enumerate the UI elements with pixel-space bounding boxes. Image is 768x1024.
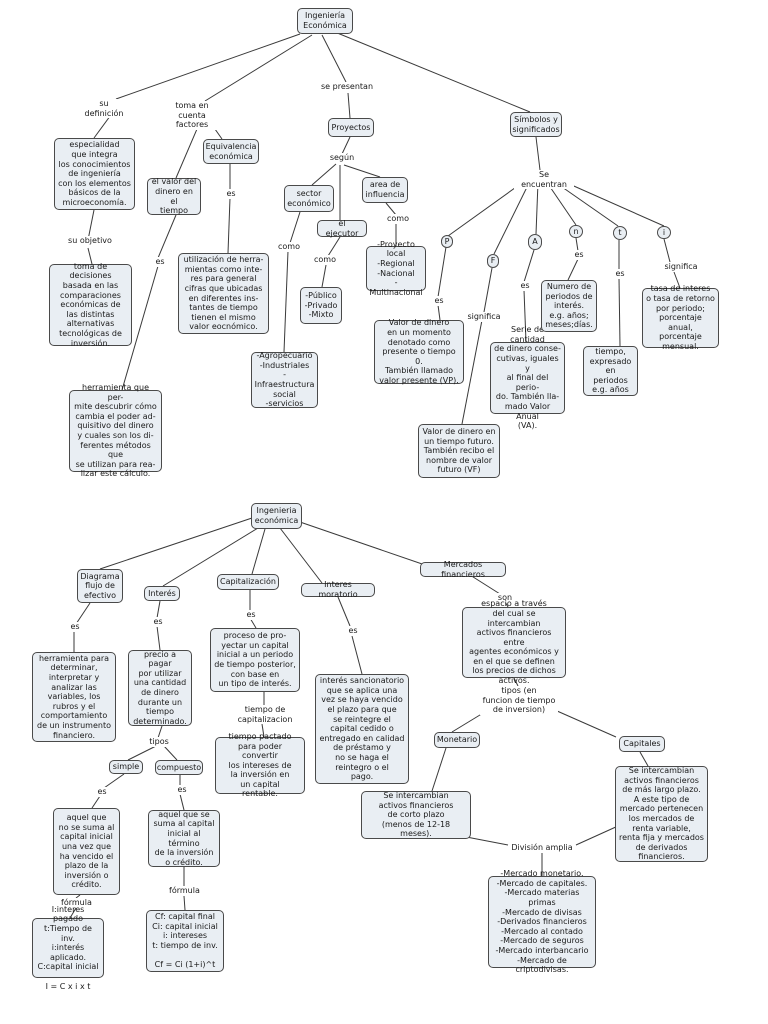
- label-como-ejecutor: como: [313, 255, 337, 265]
- label-es-moratorio: es: [346, 626, 360, 636]
- node-area-list[interactable]: -Proyecto local -Regional -Nacional -Mul…: [366, 240, 426, 297]
- label-es-a: es: [518, 281, 532, 291]
- label-tiempo-capitalizacion: tiempo de capitalizacion: [236, 705, 294, 725]
- label-se-encuentran: Se encuentran: [514, 170, 574, 190]
- node-symbol-a[interactable]: A: [528, 234, 542, 250]
- label-division-amplia: División amplia: [510, 843, 574, 853]
- label-toma-en-cuenta: toma en cuenta factores: [160, 101, 224, 130]
- node-compuesto[interactable]: compuesto: [155, 760, 203, 775]
- node-mercados-text[interactable]: espacio a través del cual se intercambia…: [462, 599, 566, 685]
- node-capitales-text[interactable]: Se intercambian activos financieros de m…: [615, 766, 708, 862]
- label-su-objetivo: su objetivo: [66, 236, 114, 246]
- label-es-compuesto: es: [175, 785, 189, 795]
- label-formula-compuesto: fórmula: [168, 886, 200, 896]
- node-simple-formula[interactable]: I:interes pagado t:Tiempo de inv. i:inte…: [32, 905, 104, 991]
- node-interes[interactable]: Interés: [144, 586, 180, 601]
- node-t-text[interactable]: tiempo, expresado en periodos e.g. años: [583, 346, 638, 396]
- node-valor-dinero[interactable]: el valor del dinero en el tiempo: [147, 177, 201, 215]
- node-i-text[interactable]: tasa de interes o tasa de retorno por pe…: [642, 284, 719, 351]
- root-ingenieria-economica[interactable]: Ingeniería Económica: [297, 8, 353, 34]
- label-es-diagrama: es: [68, 622, 82, 632]
- node-division-list[interactable]: -Mercado monetario. -Mercado de capitale…: [488, 869, 596, 974]
- node-f-text[interactable]: Valor de dinero en un tiempo futuro. Tam…: [418, 424, 500, 478]
- node-proyectos[interactable]: Proyectos: [328, 118, 374, 137]
- node-a-text[interactable]: Serie de cantidad de dinero conse- cutiv…: [490, 325, 565, 430]
- label-tipos: tipos: [148, 737, 170, 747]
- label-es-n: es: [572, 250, 586, 260]
- label-son: son: [496, 593, 514, 603]
- label-es-t: es: [613, 269, 627, 279]
- node-diagrama-text[interactable]: herramienta para determinar, interpretar…: [32, 652, 116, 742]
- label-segun: según: [328, 153, 356, 163]
- label-es-equivalencia: es: [224, 189, 238, 199]
- node-n-text[interactable]: Numero de periodos de interés. e.g. años…: [541, 280, 597, 332]
- node-p-text[interactable]: Valor de dinero en un momento denotado c…: [374, 318, 464, 385]
- node-symbol-p[interactable]: P: [441, 235, 453, 248]
- node-herramienta-text[interactable]: herramienta que per- mite descubrir cómo…: [69, 383, 162, 478]
- node-compuesto-formula[interactable]: Cf: capital final Ci: capital inicial i:…: [146, 910, 224, 972]
- node-tiempo-text[interactable]: tiempo pactado para poder convertir los …: [215, 732, 305, 798]
- node-capitalizacion-text[interactable]: proceso de pro- yectar un capital inicia…: [210, 628, 300, 692]
- node-equivalencia-text[interactable]: utilización de herra- mientas como inte-…: [178, 253, 269, 334]
- node-area-influencia[interactable]: area de influencia: [362, 177, 408, 203]
- label-su-definicion: su definición: [78, 99, 130, 119]
- node-symbol-t[interactable]: t: [613, 226, 627, 240]
- root-ingenieria-economica-2[interactable]: Ingenieria económica: [251, 503, 302, 529]
- label-formula-simple: fórmula: [60, 898, 92, 908]
- label-significa-f: significa: [465, 312, 503, 322]
- node-diagrama-flujo[interactable]: Diagrama flujo de efectivo: [77, 569, 123, 603]
- node-mercados-financieros[interactable]: Mercados financieros: [420, 560, 506, 579]
- label-es-valor: es: [153, 257, 167, 267]
- label-significa-i: significa: [662, 262, 700, 272]
- node-simple-text[interactable]: aquel que no se suma al capital inicial …: [53, 808, 120, 895]
- node-symbol-n[interactable]: n: [569, 225, 583, 238]
- node-symbol-f[interactable]: F: [487, 254, 499, 268]
- node-ejecutor-list[interactable]: -Público -Privado -Mixto: [300, 287, 342, 324]
- node-compuesto-text[interactable]: aquel que se suma al capital inicial al …: [148, 810, 220, 867]
- node-symbol-i[interactable]: i: [657, 226, 671, 239]
- node-interes-moratorio[interactable]: Interes moratorio: [301, 580, 375, 599]
- node-moratorio-text[interactable]: interés sancionatorio que se aplica una …: [315, 674, 409, 784]
- label-es-interes: es: [151, 617, 165, 627]
- node-interes-text[interactable]: precio a pagar por utilizar una cantidad…: [128, 650, 192, 726]
- node-capitalizacion[interactable]: Capitalización: [217, 574, 279, 590]
- node-monetario-text[interactable]: Se intercambian activos financieros de c…: [361, 791, 471, 839]
- node-equivalencia[interactable]: Equivalencia económica: [203, 139, 259, 164]
- node-definicion-text[interactable]: especialidad que integra los conocimient…: [54, 138, 135, 210]
- label-tipos-mercados: tipos (en funcion de tiempo de inversion…: [480, 686, 558, 715]
- node-sector-economico[interactable]: sector económico: [284, 185, 334, 212]
- node-capitales[interactable]: Capitales: [619, 736, 665, 752]
- node-monetario[interactable]: Monetario: [434, 732, 480, 748]
- label-es-p: es: [432, 296, 446, 306]
- label-se-presentan: se presentan: [320, 82, 374, 92]
- label-es-simple: es: [95, 787, 109, 797]
- label-es-capitalizacion: es: [244, 610, 258, 620]
- label-como-area: como: [386, 214, 410, 224]
- node-simple[interactable]: simple: [109, 760, 143, 774]
- node-simbolos-significados[interactable]: Símbolos y significados: [510, 112, 562, 137]
- node-el-ejecutor[interactable]: el ejecutor: [317, 219, 367, 238]
- node-sector-list[interactable]: -Agropecuario -Industriales -Infraestruc…: [251, 351, 318, 408]
- node-objetivo-text[interactable]: toma de decisiones basada en las compara…: [49, 262, 132, 348]
- label-como-sector: como: [277, 242, 301, 252]
